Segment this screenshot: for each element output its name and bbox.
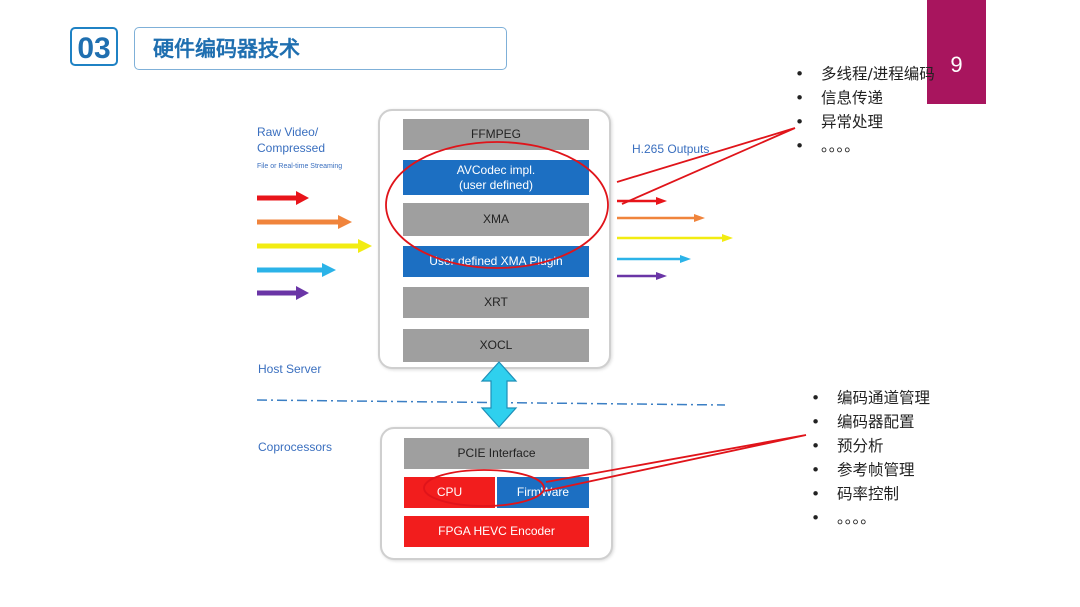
list-item: 参考帧管理	[811, 458, 930, 482]
section-title: 硬件编码器技术	[134, 27, 507, 70]
list-item: 异常处理	[795, 110, 935, 134]
callout-top-list: 多线程/进程编码 信息传递 异常处理 。。。。	[795, 62, 935, 158]
xma-block: XMA	[403, 203, 589, 236]
list-item: 。。。。	[795, 134, 935, 158]
list-item: 预分析	[811, 434, 930, 458]
xrt-label: XRT	[484, 295, 508, 309]
cpu-label: CPU	[436, 485, 463, 499]
list-item: 多线程/进程编码	[795, 62, 935, 86]
corner-tab	[927, 0, 986, 104]
xrt-block: XRT	[403, 287, 589, 318]
list-item: 编码器配置	[811, 410, 930, 434]
encoder-block: FPGA HEVC Encoder	[404, 516, 589, 547]
xocl-block: XOCL	[403, 329, 589, 362]
avcodec-label-line2: (user defined)	[458, 177, 534, 192]
list-item: 码率控制	[811, 482, 930, 506]
section-number: 03	[70, 27, 118, 66]
input-label-line1: Raw Video/	[257, 125, 319, 139]
output-label: H.265 Outputs	[632, 142, 710, 156]
list-item: 编码通道管理	[811, 386, 930, 410]
page-number: 9	[950, 52, 963, 77]
callout-bottom-list: 编码通道管理 编码器配置 预分析 参考帧管理 码率控制 。。。。	[811, 386, 930, 530]
output-arrows	[617, 197, 733, 280]
ffmpeg-label: FFMPEG	[471, 127, 521, 141]
input-arrows	[257, 191, 372, 300]
ffmpeg-block: FFMPEG	[403, 119, 589, 150]
avcodec-block: AVCodec impl. (user defined)	[403, 160, 589, 195]
pcie-block: PCIE Interface	[404, 438, 589, 469]
coprocessors-label: Coprocessors	[258, 440, 333, 454]
callout-top	[385, 127, 796, 269]
xma-label: XMA	[482, 212, 509, 226]
pcie-label: PCIE Interface	[457, 446, 536, 460]
host-server-panel	[378, 109, 611, 369]
callout-bottom	[423, 434, 807, 507]
host-server-label: Host Server	[258, 362, 322, 376]
encoder-label: FPGA HEVC Encoder	[438, 524, 555, 538]
pcie-bus-arrow	[480, 361, 518, 428]
input-label-line2: Compressed	[257, 141, 326, 155]
avcodec-label-line1: AVCodec impl.	[456, 162, 536, 177]
xocl-label: XOCL	[479, 338, 513, 352]
list-item: 信息传递	[795, 86, 935, 110]
input-sublabel: File or Real-time Streaming	[257, 163, 343, 170]
list-item: 。。。。	[811, 506, 930, 530]
